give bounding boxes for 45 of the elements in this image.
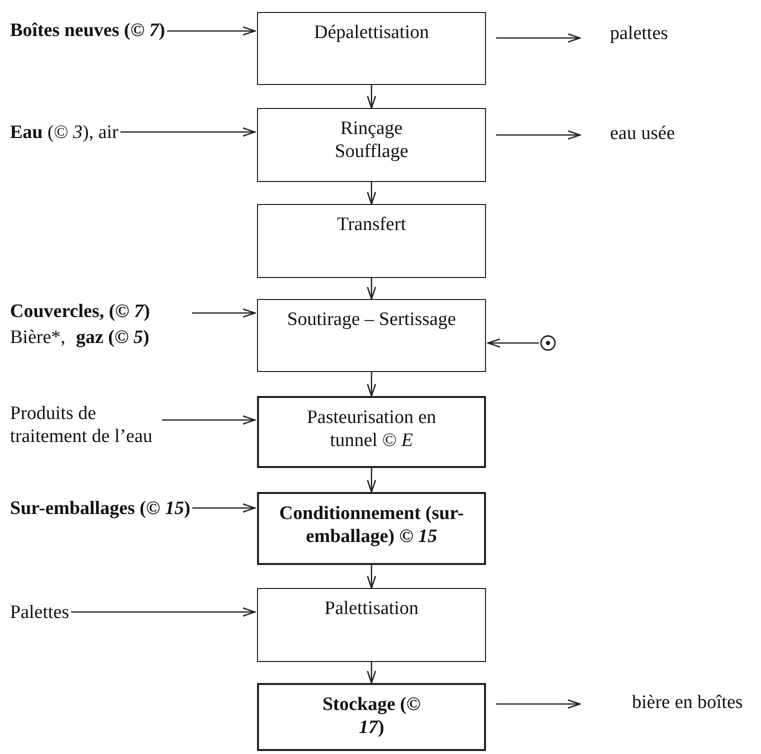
input-label: Produits de traitement de l’eau [10, 402, 160, 448]
arrow [496, 699, 581, 709]
arrow [366, 468, 376, 493]
process-box [257, 396, 486, 468]
arrow [162, 415, 256, 425]
arrow [167, 26, 256, 36]
step-label: Soutirage – Sertissage [286, 308, 457, 331]
process-box [257, 683, 486, 751]
process-box [257, 299, 486, 372]
process-box [257, 108, 486, 182]
input-label: Eau (© 3), air [10, 121, 118, 144]
output-label: palettes [610, 22, 668, 45]
step-label: Stockage (© 17) [321, 693, 422, 739]
arrow [71, 607, 256, 617]
arrow [366, 182, 376, 205]
arrow [366, 662, 376, 684]
process-box [257, 492, 486, 565]
arrow [192, 503, 256, 513]
output-label: bière en boîtes [632, 691, 743, 714]
step-label: Rinçage Soufflage [334, 117, 410, 163]
process-box [257, 588, 486, 662]
step-label: Transfert [336, 213, 407, 236]
process-box [257, 204, 486, 278]
arrow [496, 130, 581, 140]
circle-symbol [540, 335, 556, 351]
step-label: Pasteurisation en tunnel © E [306, 406, 438, 452]
input-label: Bière*, [10, 326, 66, 349]
step-label: Dépalettisation [312, 21, 430, 44]
input-label: Couvercles, (© 7) [10, 300, 150, 323]
step-label: Conditionnement (sur-emballage) © 15 [278, 502, 465, 548]
arrow [487, 338, 539, 348]
arrow [366, 565, 376, 589]
arrow [366, 278, 376, 300]
input-label: gaz (© 5) [76, 326, 150, 349]
arrow [120, 127, 256, 137]
arrow [496, 33, 581, 43]
arrow [366, 85, 376, 109]
arrow [192, 308, 256, 318]
arrow [366, 372, 376, 397]
step-label: Palettisation [324, 597, 420, 620]
input-label: Sur-emballages (© 15) [10, 497, 190, 520]
input-label: Palettes [10, 601, 70, 624]
process-box [257, 12, 486, 85]
input-label: Boîtes neuves (© 7) [10, 19, 166, 42]
output-label: eau usée [610, 122, 675, 145]
